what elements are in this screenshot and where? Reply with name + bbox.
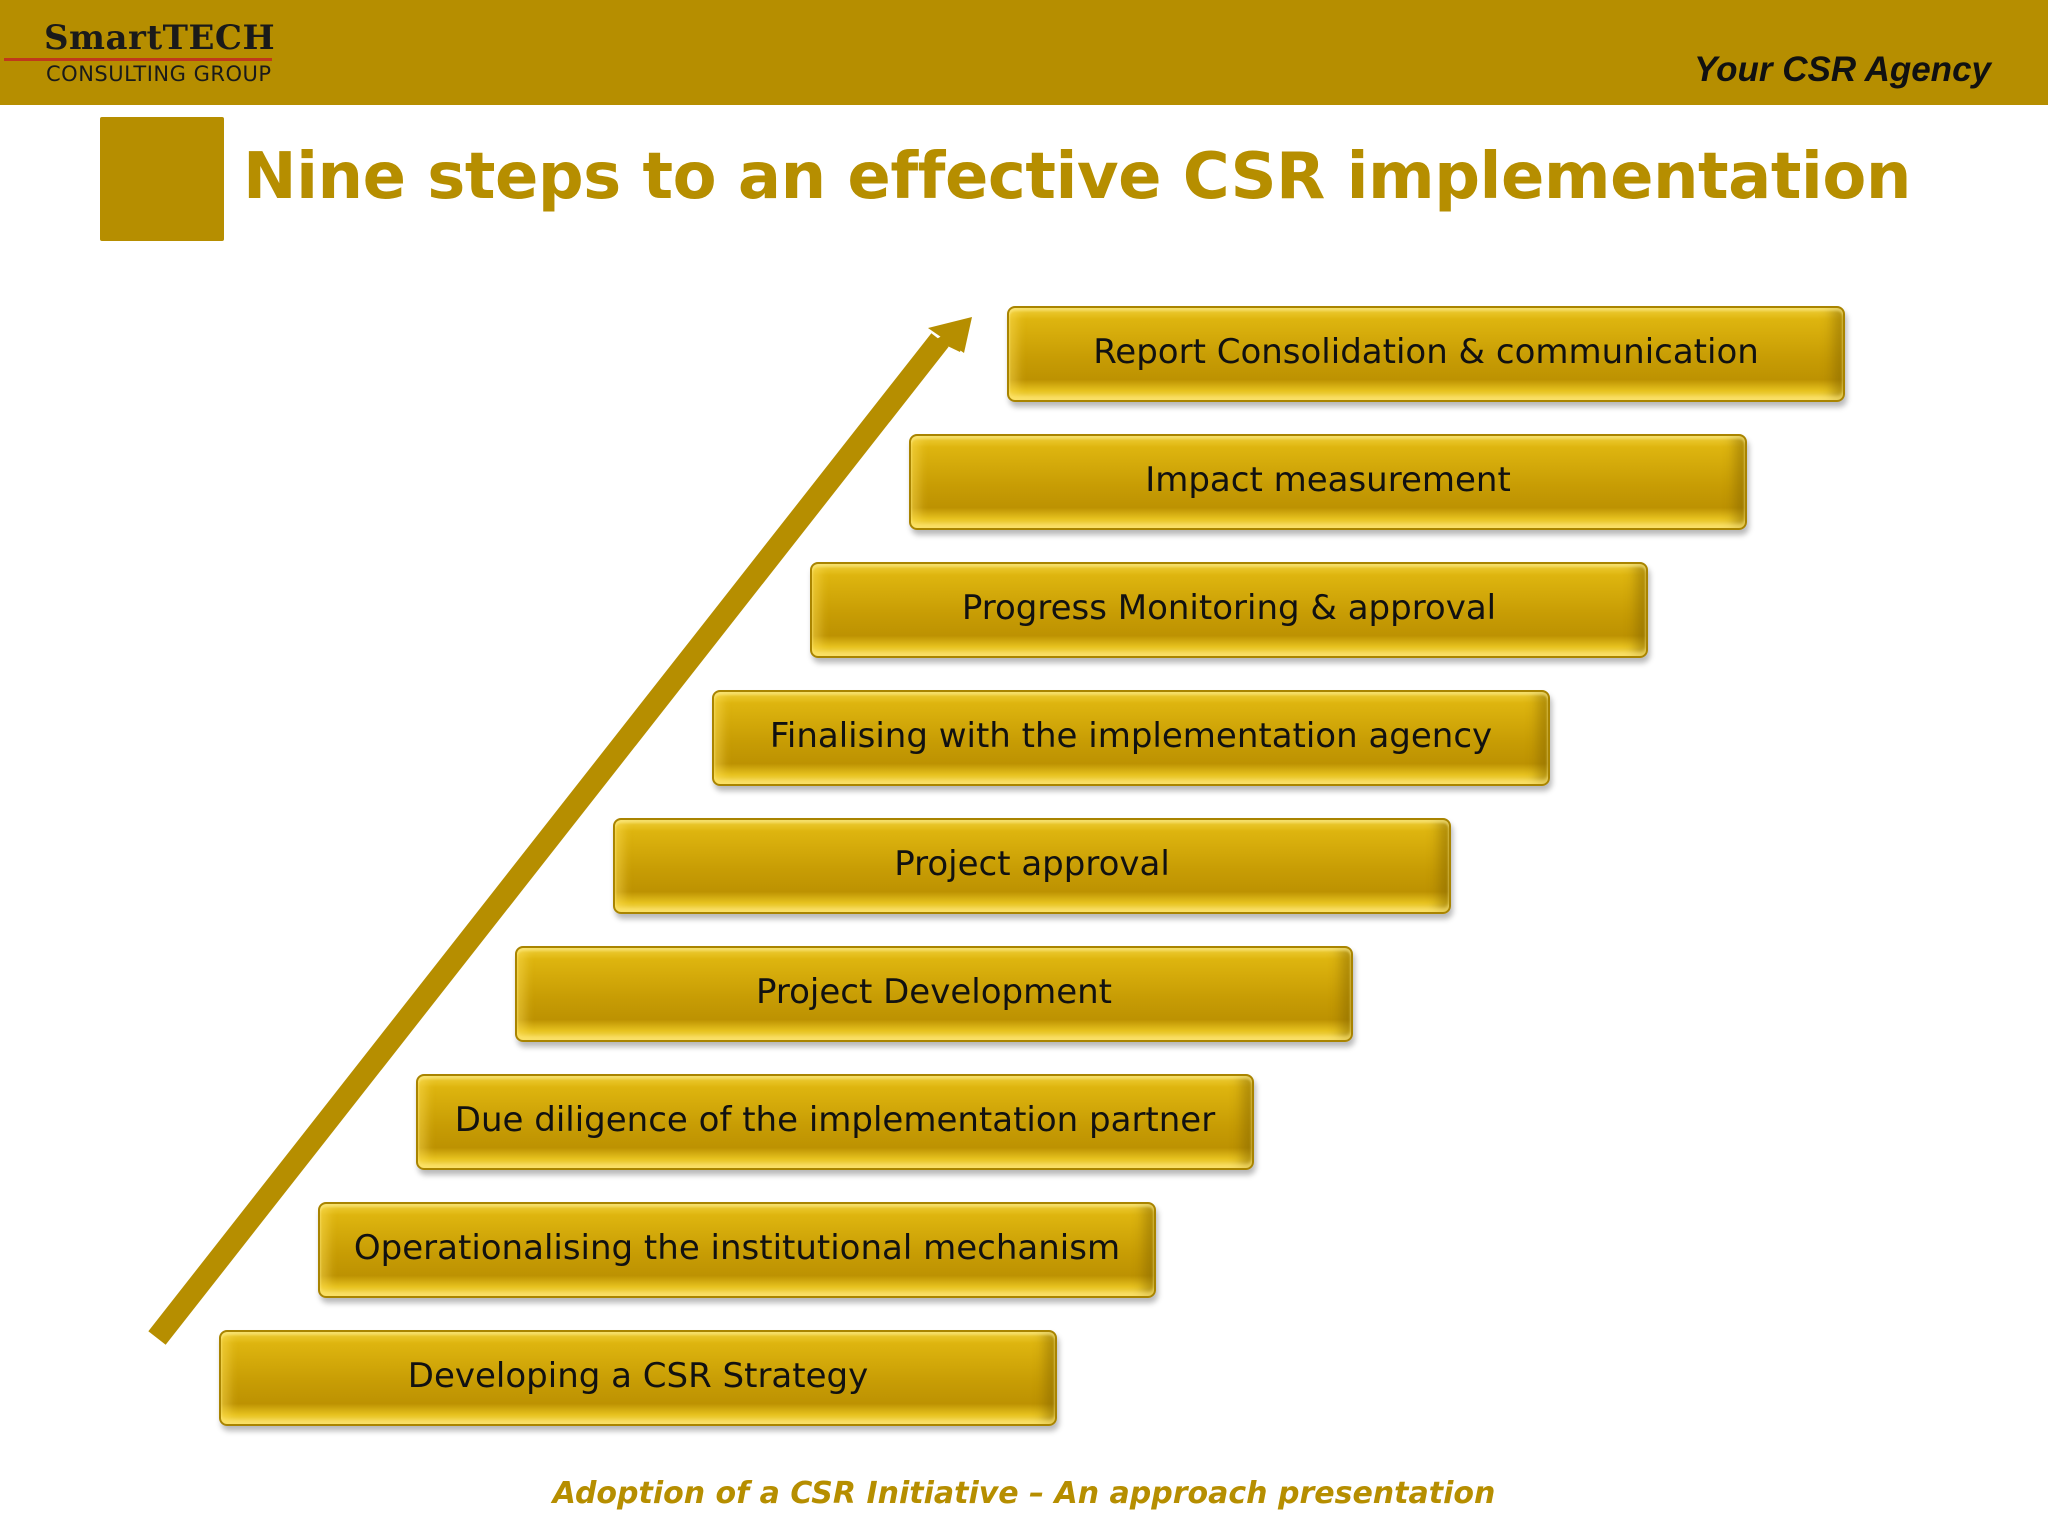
step-box-9: Report Consolidation & communication: [1007, 306, 1845, 402]
step-label-1: Developing a CSR Strategy: [407, 1356, 869, 1396]
step-label-9: Report Consolidation & communication: [1093, 332, 1759, 372]
logo-wordmark: SmartTECH: [44, 18, 276, 58]
step-label-2: Operationalising the institutional mecha…: [353, 1228, 1121, 1268]
step-label-8: Impact measurement: [1145, 460, 1511, 500]
step-box-2: Operationalising the institutional mecha…: [318, 1202, 1156, 1298]
step-box-3: Due diligence of the implementation part…: [416, 1074, 1254, 1170]
step-box-8: Impact measurement: [909, 434, 1747, 530]
logo-underline: [4, 58, 272, 61]
step-label-3: Due diligence of the implementation part…: [454, 1100, 1216, 1140]
step-box-4: Project Development: [515, 946, 1353, 1042]
slide-title: Nine steps to an effective CSR implement…: [243, 140, 1911, 214]
step-label-6: Finalising with the implementation agenc…: [769, 716, 1493, 756]
step-box-6: Finalising with the implementation agenc…: [712, 690, 1550, 786]
step-label-4: Project Development: [755, 972, 1113, 1012]
step-box-7: Progress Monitoring & approval: [810, 562, 1648, 658]
step-label-7: Progress Monitoring & approval: [961, 588, 1497, 628]
step-label-5: Project approval: [894, 844, 1170, 884]
header-bar: SmartTECH CONSULTING GROUP Your CSR Agen…: [0, 0, 2048, 105]
step-box-5: Project approval: [613, 818, 1451, 914]
logo-subtitle: CONSULTING GROUP: [46, 62, 272, 86]
footer-caption: Adoption of a CSR Initiative – An approa…: [552, 1476, 1496, 1511]
title-square-icon: [100, 117, 224, 241]
step-box-1: Developing a CSR Strategy: [219, 1330, 1057, 1426]
header-tagline: Your CSR Agency: [1694, 50, 1991, 89]
